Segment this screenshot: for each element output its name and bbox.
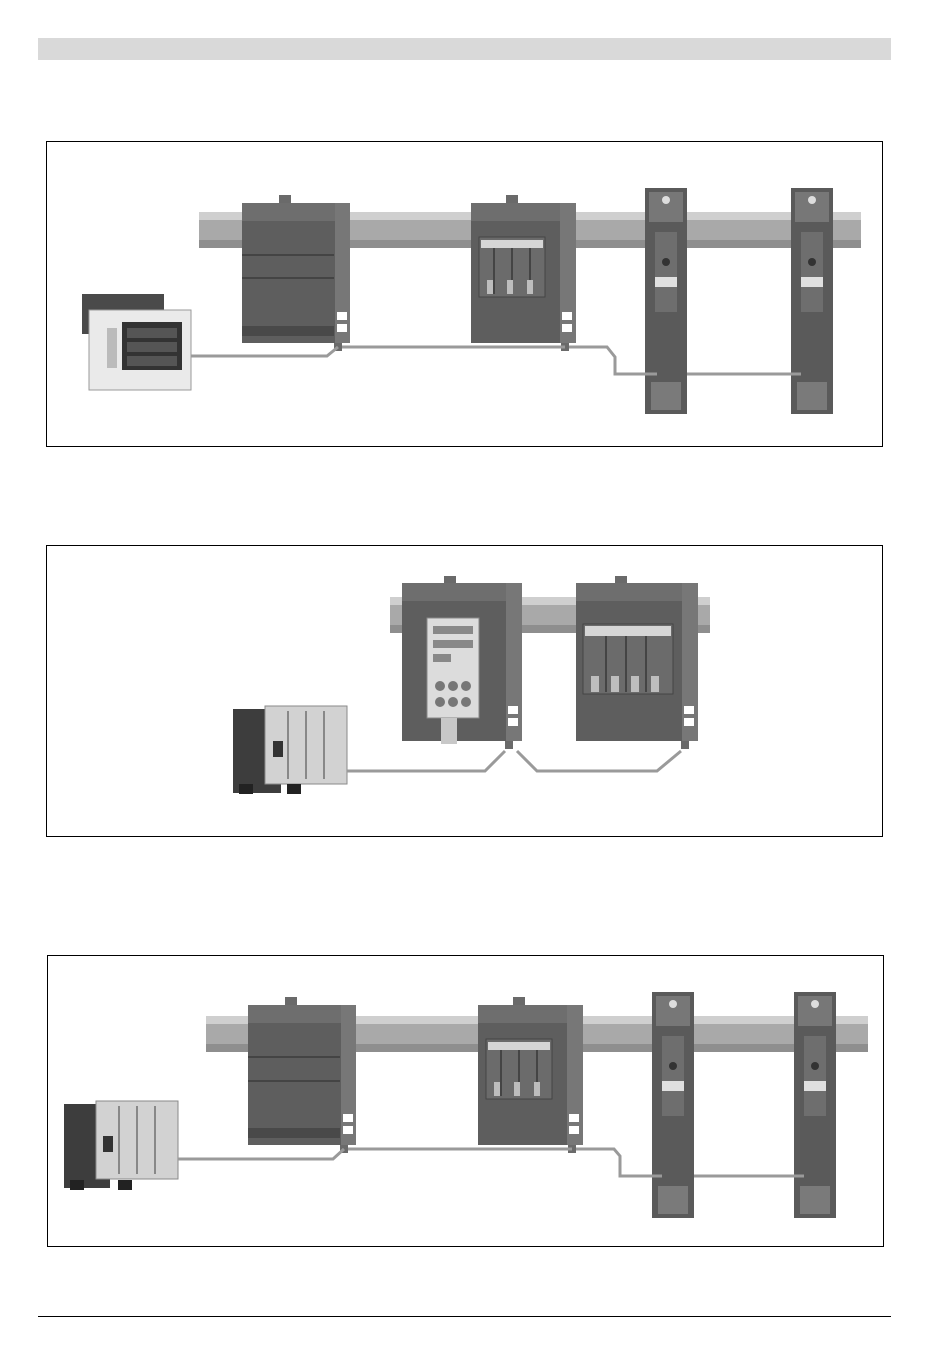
- figure-3-drawing: [48, 956, 885, 1248]
- slim-fuse-strip-1: [652, 992, 694, 1218]
- slim-fuse-strip-2: [794, 992, 836, 1218]
- slim-fuse-strip-1: [645, 188, 687, 414]
- circuit-breaker-module: [242, 195, 350, 351]
- bus-cable: [191, 347, 801, 374]
- plc-controller-device: [64, 1101, 178, 1190]
- figure-system-2: [46, 545, 883, 837]
- panel-meter-device: [82, 294, 191, 390]
- footer-rule: [38, 1316, 891, 1317]
- slim-fuse-strip-2: [791, 188, 833, 414]
- figure-2-drawing: [47, 546, 884, 838]
- fuse-switch-module: [471, 195, 576, 351]
- figure-system-1: [46, 141, 883, 447]
- header-bar: [38, 38, 891, 60]
- fuse-switch-module: [576, 576, 698, 749]
- display-breaker-module: [402, 576, 522, 749]
- bus-cable: [347, 751, 681, 771]
- circuit-breaker-module: [248, 997, 356, 1153]
- bus-cable: [178, 1149, 804, 1176]
- figure-1-drawing: [47, 142, 884, 448]
- figure-system-3: [47, 955, 884, 1247]
- fuse-switch-module: [478, 997, 583, 1153]
- plc-controller-device: [233, 706, 347, 794]
